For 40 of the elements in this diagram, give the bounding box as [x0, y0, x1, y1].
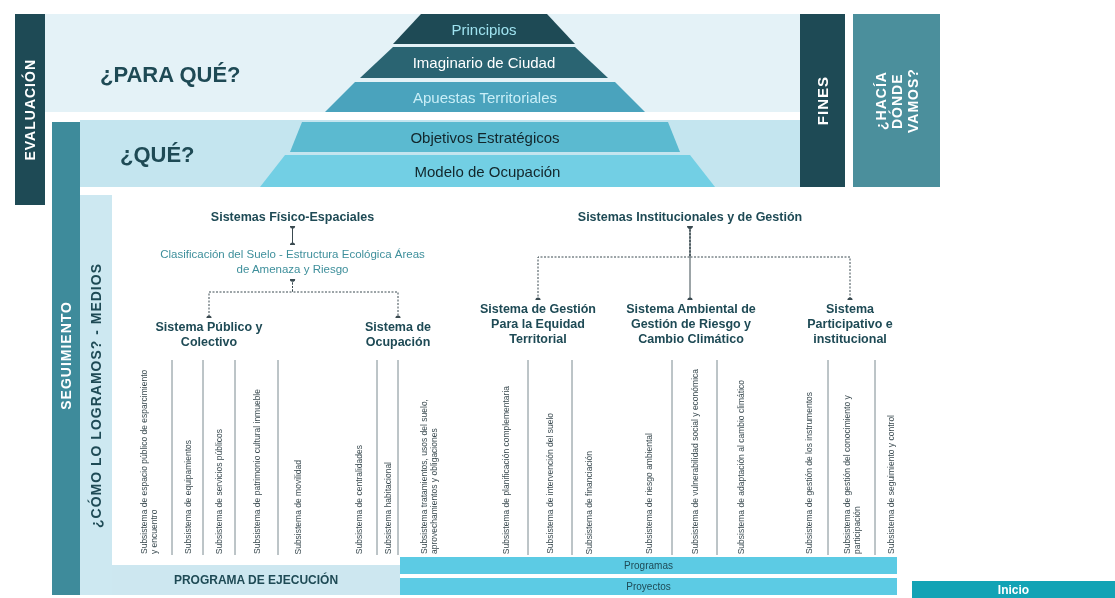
subsystem-label: Subsistema de espacio público de esparcimiento y encuentro [138, 368, 159, 554]
subsystem-label: Subsistema de movilidad [293, 459, 303, 554]
program-bar: Proyectos [400, 578, 897, 595]
band-title: EVALUACIÓN [22, 58, 38, 161]
program-bar: PROGRAMA DE EJECUCIÓN [112, 565, 400, 595]
subsystem-label: Subsistema de centralidades [353, 444, 364, 554]
subsystem-label: Subsistema de gestión de los instrumentos [804, 391, 814, 554]
side-band [800, 14, 845, 187]
subsystem-label: Subsistema de servicios públicos [214, 428, 224, 554]
tier-label: Imaginario de Ciudad [412, 54, 556, 71]
tier-label: Modelo de Ocupación [414, 162, 561, 180]
side-band [853, 14, 940, 187]
side-band [80, 195, 112, 595]
subsystem-label: Subsistema de gestión del conocimiento y participación [841, 394, 862, 554]
band-title: ¿PARA QUÉ? [100, 62, 241, 88]
program-bar: Programas [400, 557, 897, 574]
subsystem-label: Subsistema habitacional [382, 461, 393, 554]
program-bar: Inicio [912, 581, 1115, 598]
band-title: ¿CÓMO LO LOGRAMOS? - MEDIOS [88, 262, 104, 528]
band [45, 14, 800, 112]
subsystem-label: Subsistema de adaptación al cambio climático [736, 379, 746, 554]
side-band [15, 14, 45, 205]
subsystem-label: Subsistema de intervención del suelo [545, 413, 555, 554]
subsystem-label: Subsistema de riesgo ambiental [643, 433, 654, 554]
subsystem-label: Subsistema tratamientos, usos del suelo, aprovechamientos y obligaciones [419, 398, 439, 554]
subsystem-label: Subsistema de vulnerabilidad social y económica [689, 368, 700, 554]
band-title: SEGUIMIENTO [58, 301, 74, 410]
side-band [52, 122, 80, 595]
subsystem-label: Subsistema de seguimiento y control [886, 415, 896, 554]
band [80, 120, 800, 187]
band-title: ¿HACÍA DÓNDE VAMOS? [872, 67, 921, 135]
subsystem-label: Subsistema de financiación [583, 450, 594, 554]
tier-label: Objetivos Estratégicos [410, 128, 560, 146]
tier-label: Principios [451, 20, 517, 38]
band-title: ¿QUÉ? [120, 142, 195, 168]
subsystem-label: Subsistema de patrimonio cultural inmueble [251, 389, 262, 554]
subsystem-label: Subsistema de equipamientos [182, 440, 193, 554]
tier-label: Apuestas Territoriales [413, 88, 557, 106]
subsystem-label: Subsistema de planificación complementaria [500, 385, 511, 554]
band-title: FINES [814, 75, 831, 126]
